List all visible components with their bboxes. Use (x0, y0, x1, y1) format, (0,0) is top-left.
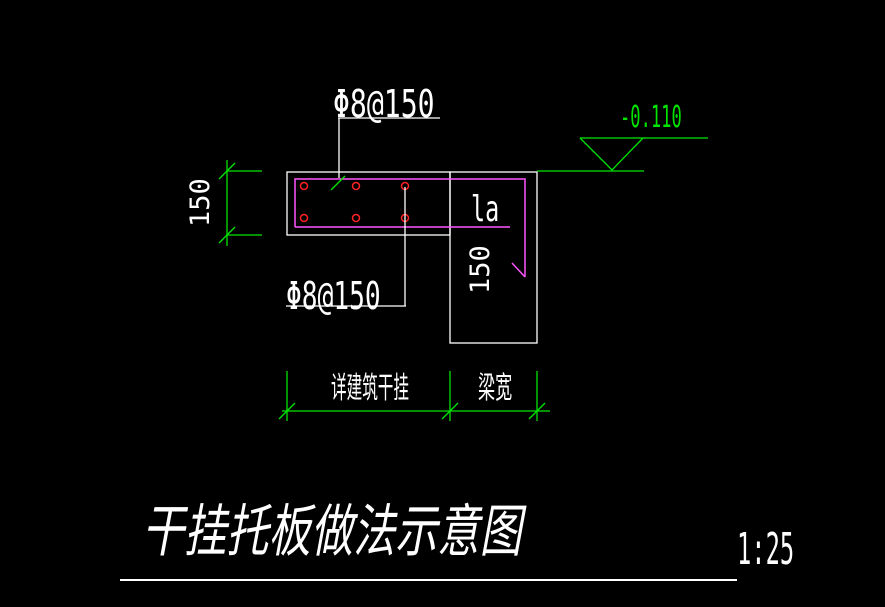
elevation-label: -0.110 (620, 100, 682, 135)
dim-tick (441, 402, 459, 420)
rebar-section-dot (299, 181, 309, 191)
drawing-scale: 1:25 (737, 524, 795, 575)
top-rebar-label: Φ8@150 (333, 82, 435, 126)
rebar-top-bar (294, 178, 526, 277)
dim-tick (218, 162, 236, 180)
anchorage-length-label: la (471, 189, 500, 230)
bottom-rebar-label: Φ8@150 (286, 274, 381, 318)
rebar-section-dot (299, 213, 309, 223)
elevation-marker (537, 137, 708, 172)
slab-outline (286, 171, 451, 236)
rebar-anchor-arrow (511, 262, 526, 278)
rebar-section-dot (351, 181, 361, 191)
slab-thickness-label: 150 (185, 178, 216, 227)
dim-tick (218, 226, 236, 244)
span-left-label: 详建筑干挂 (331, 371, 409, 406)
bottom-dimension (278, 371, 550, 421)
top-leader-tick (330, 175, 346, 191)
left-dimension (218, 160, 262, 246)
dim-tick (528, 402, 546, 420)
beam-embed-depth-label: 150 (465, 245, 496, 294)
rebar-section-dots (299, 181, 410, 223)
elevation-triangle (579, 137, 644, 171)
dim-tick (278, 402, 296, 420)
drawing-title: 干挂托板做法示意图 (142, 499, 522, 565)
span-right-label: 梁宽 (478, 371, 513, 406)
beam-outline (449, 171, 538, 344)
rebar-section-dot (351, 213, 361, 223)
